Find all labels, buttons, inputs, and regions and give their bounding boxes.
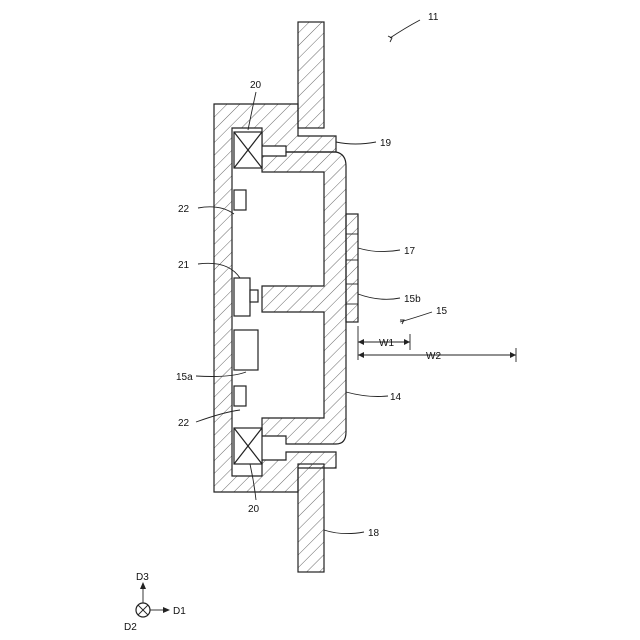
axis-d1-label: D1 xyxy=(173,606,186,617)
hub-member xyxy=(262,152,346,444)
ref-15a: 15a xyxy=(176,372,193,383)
axis-d2-label: D2 xyxy=(124,622,137,633)
ref-22-bottom: 22 xyxy=(178,418,190,429)
ref-17: 17 xyxy=(404,246,416,257)
axis-indicator xyxy=(136,582,170,617)
wall-panel-upper xyxy=(298,22,324,128)
ref-15: 15 xyxy=(436,306,448,317)
component-21 xyxy=(234,278,250,316)
wall-panel-lower xyxy=(298,464,324,572)
ref-20-top: 20 xyxy=(250,80,262,91)
ref-w2: W2 xyxy=(426,351,441,362)
component-22-top xyxy=(234,190,246,210)
bearing-top xyxy=(234,132,262,168)
component-22-bottom xyxy=(234,386,246,406)
ref-20-bottom: 20 xyxy=(248,504,260,515)
component-15a xyxy=(234,330,258,370)
ref-15b: 15b xyxy=(404,294,421,305)
ref-14: 14 xyxy=(390,392,402,403)
ref-18: 18 xyxy=(368,528,380,539)
ref-22-top: 22 xyxy=(178,204,190,215)
axis-d3-label: D3 xyxy=(136,572,149,583)
bearing-bottom xyxy=(234,428,262,464)
ref-w1: W1 xyxy=(379,338,394,349)
ref-21: 21 xyxy=(178,260,190,271)
ref-19: 19 xyxy=(380,138,392,149)
component-21-tab xyxy=(250,290,258,302)
protrusion-17 xyxy=(346,214,358,322)
ref-11: 11 xyxy=(428,12,439,23)
